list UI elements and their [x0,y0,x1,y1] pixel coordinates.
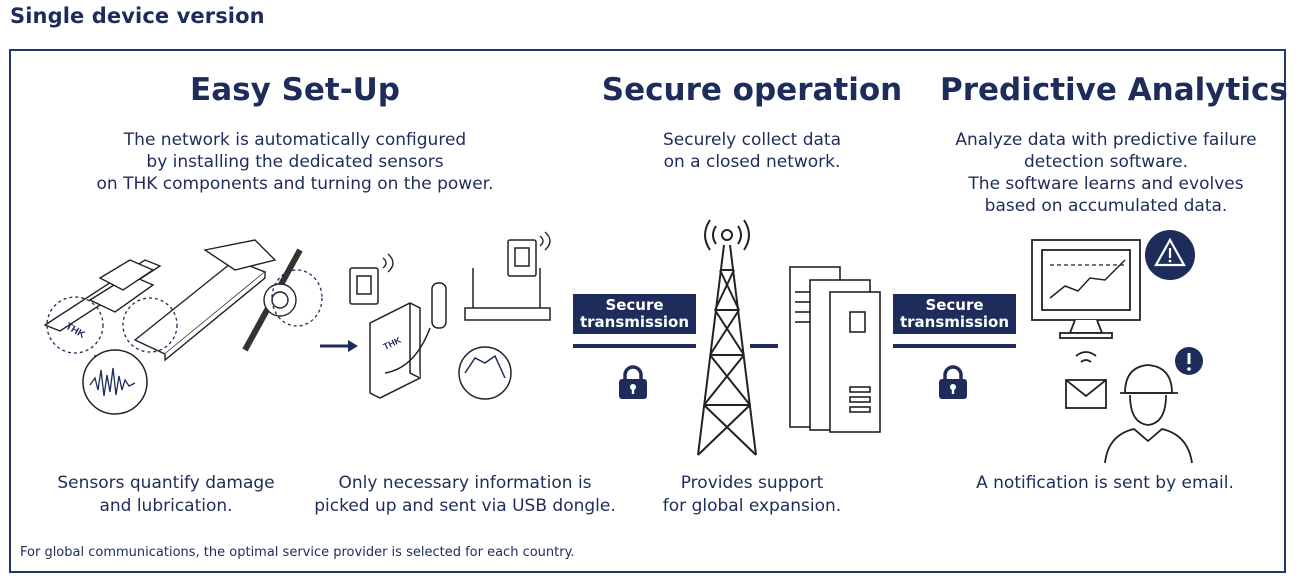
secure-description: Securely collect data on a closed networ… [622,129,882,173]
diagram-frame [9,49,1286,573]
caption-usb: Only necessary information is picked up … [300,472,630,518]
secure-transmission-label-2: Secure transmission [893,294,1016,334]
setup-desc-line: The network is automatically configured [123,130,467,150]
tx-label-line: Secure [605,296,664,314]
caption-line: Sensors quantify damage [57,473,275,493]
transmission-line-2 [893,344,1016,348]
caption-email: A notification is sent by email. [960,472,1250,495]
predictive-description: Analyze data with predictive failure det… [940,129,1272,217]
footnote: For global communications, the optimal s… [20,545,575,560]
exclamation-icon [1175,347,1203,375]
secure-desc-line: on a closed network. [663,152,841,172]
email-icon [1062,348,1110,417]
transmission-line-1 [573,344,696,348]
predictive-desc-line: detection software. [1023,152,1189,172]
caption-line: A notification is sent by email. [976,473,1234,493]
setup-desc-line: on THK components and turning on the pow… [96,174,494,194]
caption-global: Provides support for global expansion. [632,472,872,518]
predictive-desc-line: Analyze data with predictive failure [955,130,1257,150]
setup-description: The network is automatically configured … [60,129,530,195]
caption-line: and lubrication. [99,496,233,516]
caption-line: picked up and sent via USB dongle. [314,496,616,516]
server-icon [780,262,885,441]
setup-desc-line: by installing the dedicated sensors [146,152,444,172]
caption-line: Provides support [680,473,824,493]
warning-icon [1145,230,1195,280]
worker-icon [1100,345,1210,469]
monitor-icon [1030,228,1200,347]
tx-label-line: transmission [579,313,690,331]
gateway-illustration: THK [345,228,560,412]
caption-sensors: Sensors quantify damage and lubrication. [36,472,296,518]
caption-line: Only necessary information is [338,473,592,493]
section-title-secure: Secure operation [601,72,903,108]
page-title: Single device version [10,4,265,28]
secure-desc-line: Securely collect data [663,130,841,150]
section-title-setup: Easy Set-Up [190,72,400,108]
lock-icon [618,365,648,403]
secure-transmission-label-1: Secure transmission [573,294,696,334]
lock-icon [938,365,968,403]
flow-arrow [320,338,360,358]
section-title-predictive: Predictive Analytics [940,72,1288,108]
tx-label-line: Secure [925,296,984,314]
tx-label-line: transmission [899,313,1010,331]
predictive-desc-line: The software learns and evolves [968,174,1244,194]
tower-icon [690,210,765,464]
linear-guide-illustration: THK [35,230,325,424]
thk-logo: THK [64,321,88,341]
predictive-desc-line: based on accumulated data. [984,196,1228,216]
caption-line: for global expansion. [662,496,842,516]
tower-server-link [750,344,778,348]
